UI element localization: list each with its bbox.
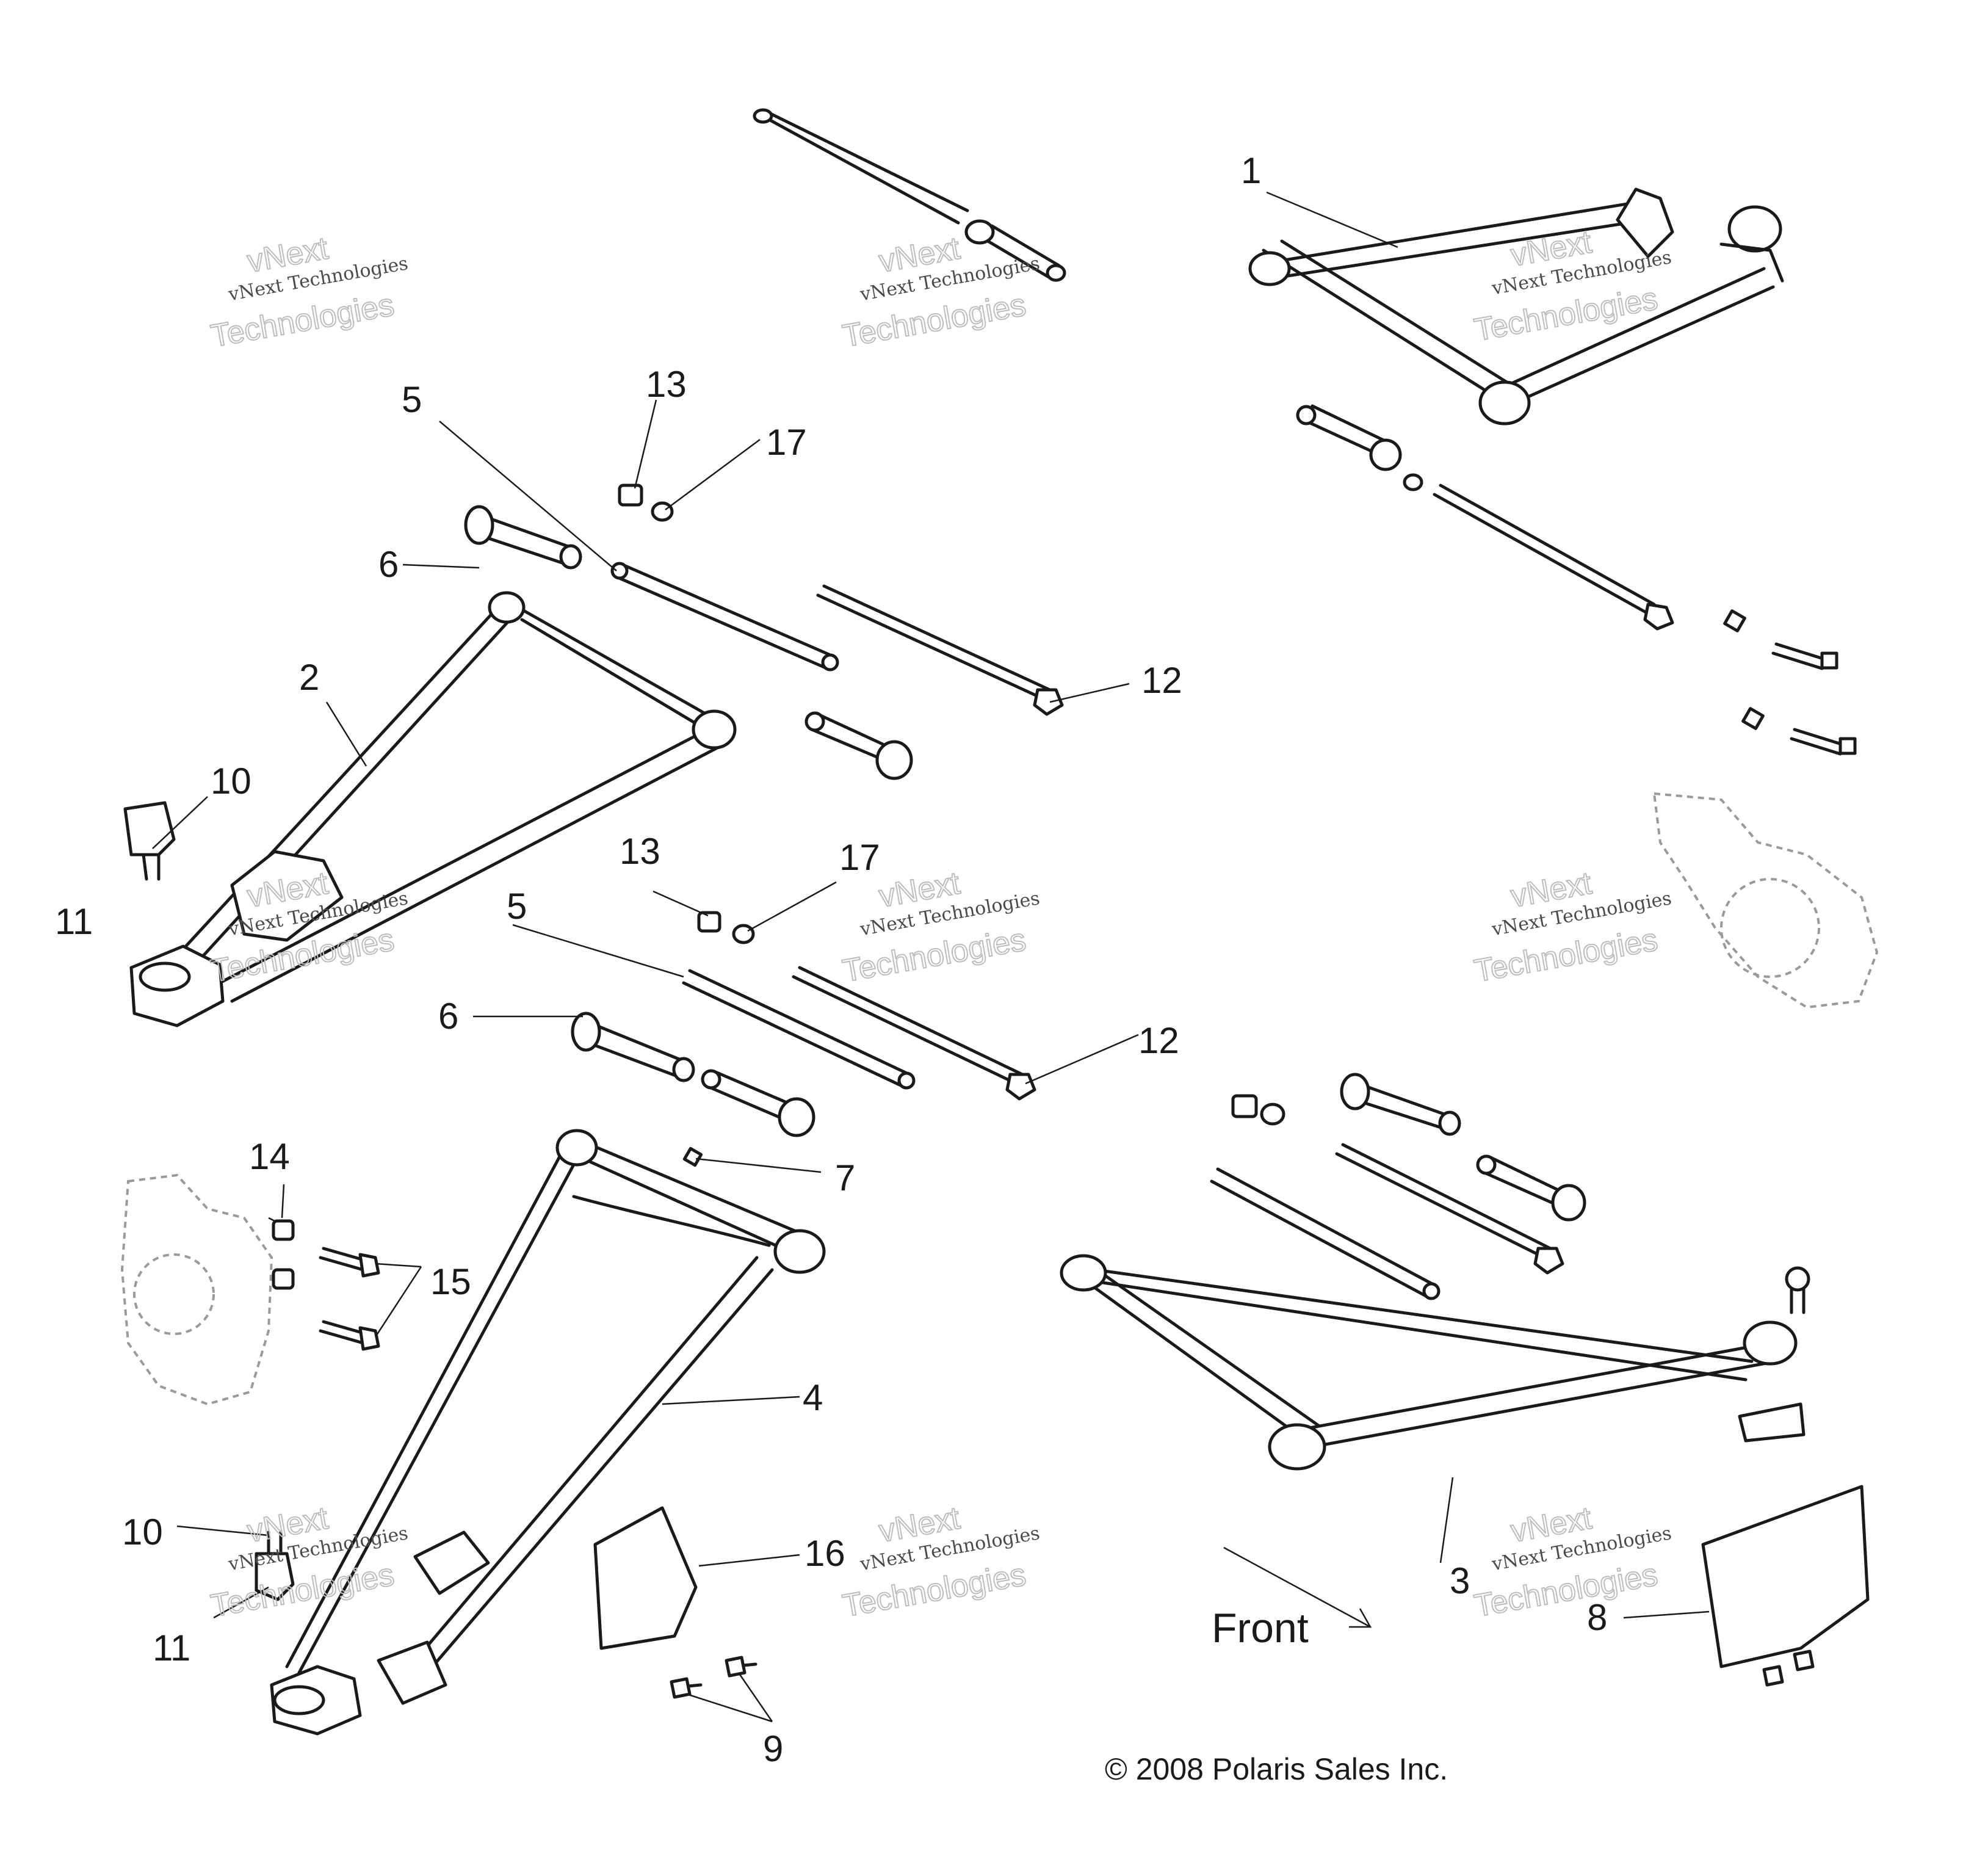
callout-2: 2: [299, 657, 319, 698]
callout-10-upper: 10: [211, 761, 251, 802]
part-pivot-tube-top: [753, 108, 1066, 282]
callout-12-middle: 12: [1138, 1020, 1179, 1061]
part-15-bolts: [319, 1247, 380, 1351]
copyright-notice: © 2008 Polaris Sales Inc.: [1105, 1752, 1448, 1786]
watermark-7: vNext vNext Technologies Technologies: [208, 1500, 410, 1625]
part-2-a-arm: [129, 591, 737, 1027]
callout-7: 7: [835, 1157, 855, 1198]
part-5-tube-upper: [610, 562, 839, 672]
part-7-grease-fitting: [682, 1146, 703, 1167]
callout-13-middle: 13: [620, 831, 660, 872]
callout-17-upper: 17: [766, 422, 807, 463]
callout-5-middle: 5: [507, 886, 527, 927]
watermark-8: vNext vNext Technologies Technologies: [839, 1500, 1041, 1625]
watermark-9: vNext vNext Technologies Technologies: [1471, 1500, 1673, 1625]
part-13-nut-middle: [697, 911, 721, 933]
part-4-a-arm: [270, 1129, 826, 1736]
callout-13-upper: 13: [646, 364, 687, 405]
callout-6-middle: 6: [438, 996, 458, 1037]
callout-1: 1: [1241, 150, 1261, 191]
callout-11-upper: 11: [55, 901, 93, 942]
front-label: Front: [1212, 1605, 1309, 1651]
part-rear-lower-hardware: [1210, 1073, 1586, 1300]
part-steering-knuckle-right-ghost: [1652, 792, 1879, 1009]
part-13-nut-upper: [618, 483, 643, 507]
part-5-tube-middle: [682, 969, 916, 1090]
part-1-a-arm: [1248, 187, 1784, 426]
callout-5-upper: 5: [402, 379, 422, 420]
callout-16: 16: [804, 1533, 845, 1574]
part-8-screws: [1762, 1650, 1815, 1687]
callout-9: 9: [763, 1728, 783, 1769]
callout-4: 4: [803, 1377, 823, 1418]
callout-6-upper: 6: [378, 544, 399, 585]
part-1-hardware: [1296, 404, 1674, 631]
part-6-bushing-middle: [571, 1012, 695, 1082]
part-17-washer-middle: [732, 924, 755, 944]
callout-11-lower: 11: [153, 1628, 190, 1668]
callout-17-middle: 17: [839, 837, 880, 878]
part-10-11-ball-joint-upper: [123, 801, 176, 881]
callout-8: 8: [1587, 1597, 1607, 1638]
part-steering-knuckle-left-ghost: [120, 1173, 273, 1406]
part-bushing-mid-upper: [804, 711, 913, 780]
part-14-nut: [272, 1219, 295, 1290]
part-3-a-arm: [1060, 1254, 1810, 1471]
leader-lines: [152, 191, 1710, 1723]
part-10-11-ball-joint-lower: [255, 1530, 295, 1601]
part-16-skid-plate: [593, 1506, 698, 1650]
watermark-2: vNext vNext Technologies Technologies: [839, 230, 1041, 355]
part-bushing-middle-lower: [701, 1069, 815, 1137]
callout-15: 15: [430, 1261, 471, 1302]
callout-12-upper: 12: [1141, 660, 1182, 701]
front-arrow-head-icon: [1349, 1608, 1372, 1628]
callout-3: 3: [1450, 1560, 1470, 1601]
callout-10-lower: 10: [122, 1512, 163, 1552]
front-direction-indicator: Front: [1212, 1546, 1372, 1651]
callout-14: 14: [249, 1136, 290, 1177]
watermark-1: vNext vNext Technologies Technologies: [208, 230, 410, 355]
part-knuckle-screws-upper: [1723, 609, 1857, 756]
part-12-bolt-middle: [792, 966, 1036, 1101]
front-arrow-shaft: [1223, 1546, 1371, 1628]
part-17-washer-upper: [651, 501, 674, 522]
watermark-6: vNext vNext Technologies Technologies: [1471, 865, 1673, 990]
part-8-skid-plate: [1701, 1485, 1870, 1668]
part-12-bolt-upper: [816, 584, 1064, 716]
part-6-bushing-upper: [464, 505, 582, 570]
part-9-screws: [670, 1656, 757, 1699]
